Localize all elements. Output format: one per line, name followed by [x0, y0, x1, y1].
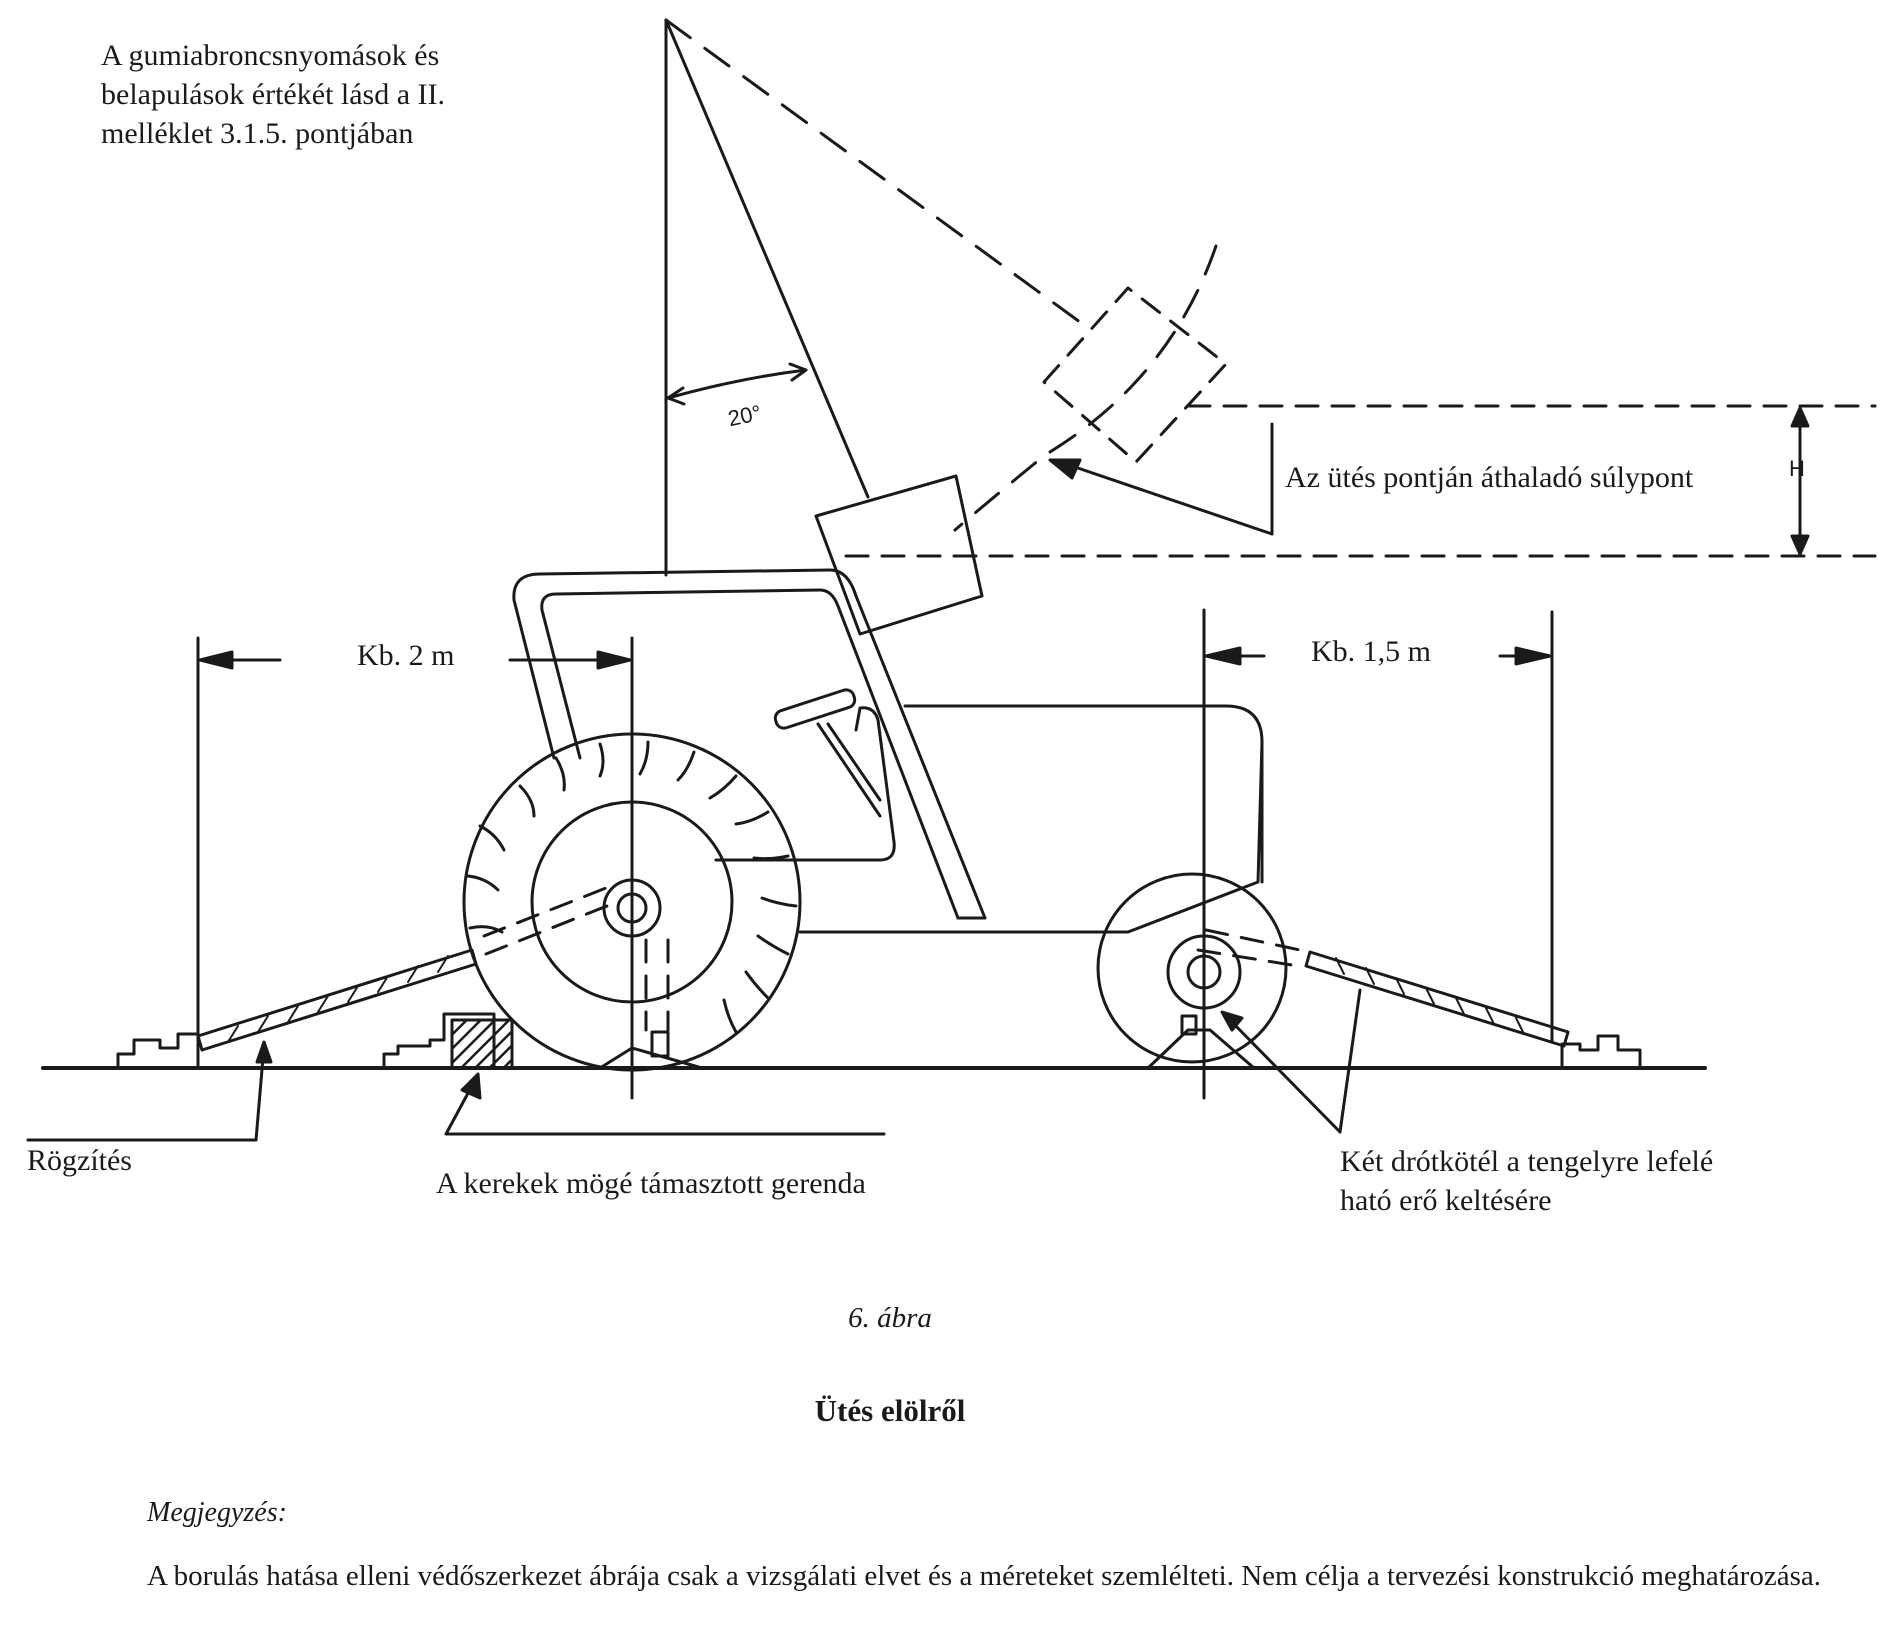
figure-title: Ütés elölről	[814, 1393, 966, 1428]
rear-cable	[196, 948, 478, 1052]
beam-anchor-block	[382, 1012, 496, 1070]
cg-label: Az ütés pontján áthaladó súlypont	[1285, 461, 1694, 494]
ropes-leader-to-cable	[1338, 988, 1362, 1134]
steering-column-2	[826, 722, 882, 802]
ropes-label-line-2: ható erő keltésére	[1340, 1184, 1552, 1217]
rops-frame-outer	[512, 568, 987, 920]
tyre-pressure-note: A gumiabroncsnyomások és belapulások ért…	[101, 36, 445, 153]
pendulum-arm-swung	[664, 18, 1086, 327]
front-wheel-tyre	[1096, 872, 1288, 1064]
angle-arrow-left	[666, 386, 686, 406]
front-cable-hatch	[1335, 957, 1525, 1035]
tyre-pressure-note-line-2: belapulások értékét lásd a II.	[101, 78, 446, 111]
front-cable-dashed	[1196, 928, 1302, 968]
front-anchor-block	[1560, 1034, 1642, 1070]
steering-column	[816, 722, 882, 818]
tyre-pressure-note-line-1: A gumiabroncsnyomások és	[101, 39, 440, 72]
ropes-leader-to-axle-arrow	[1220, 1010, 1244, 1032]
height-arrow-top	[1790, 406, 1810, 428]
height-label: H	[1789, 456, 1805, 481]
ropes-label-line-1: Két drótkötél a tengelyre lefelé	[1340, 1145, 1714, 1178]
tractor-body	[798, 704, 1264, 934]
anchor-leader	[26, 1044, 266, 1142]
dim-left-arrow-a	[198, 650, 234, 670]
beam-label: A kerekek mögé támasztott gerenda	[436, 1167, 866, 1200]
rear-cable-hatch	[227, 955, 449, 1043]
rear-axle-post-dashed	[644, 938, 670, 1032]
pendulum-block-swung	[1042, 286, 1228, 464]
rear-wheel-treads	[466, 740, 798, 1034]
dim-left-label: Kb. 2 m	[357, 639, 455, 672]
tyre-pressure-note-line-3: melléklet 3.1.5. pontjában	[101, 117, 414, 150]
swing-arc	[953, 244, 1218, 532]
steering-wheel	[773, 688, 857, 730]
angle-label: 20°	[726, 400, 764, 431]
figure-number: 6. ábra	[848, 1302, 932, 1334]
rops-frame-inner	[540, 588, 960, 920]
front-axle-post	[1180, 1014, 1198, 1036]
beam-leader-arrow	[460, 1072, 482, 1100]
rear-axle-post	[650, 1030, 670, 1058]
front-wheel-chock	[1146, 1028, 1256, 1070]
beam-leader	[444, 1080, 886, 1136]
angle-arc	[666, 368, 808, 400]
ropes-label: Két drótkötél a tengelyre lefelé ható er…	[1340, 1142, 1713, 1220]
dim-right-label: Kb. 1,5 m	[1311, 635, 1431, 668]
rear-cable-dashed	[482, 886, 614, 956]
rear-anchor-block	[116, 1032, 200, 1070]
dim-left-arrow-b	[596, 650, 632, 670]
cg-leader-arrow	[1048, 458, 1082, 480]
wooden-beam	[450, 1018, 514, 1070]
dim-right-arrow-b	[1514, 646, 1552, 666]
note-body: A borulás hatása elleni védőszerkezet áb…	[147, 1560, 1821, 1592]
anchor-label: Rögzítés	[27, 1144, 132, 1177]
anchor-leader-arrow	[255, 1040, 273, 1064]
pendulum-block	[814, 474, 984, 636]
note-heading: Megjegyzés:	[147, 1497, 287, 1528]
angle-arrow-right	[788, 362, 808, 382]
front-cable	[1304, 950, 1570, 1048]
ropes-leader-to-axle	[1224, 1014, 1342, 1134]
seat-fender	[714, 706, 896, 862]
pendulum-arm	[664, 18, 870, 499]
cg-leader	[1064, 462, 1274, 536]
height-arrow-bottom	[1790, 534, 1810, 556]
dim-right-arrow-a	[1204, 646, 1242, 666]
